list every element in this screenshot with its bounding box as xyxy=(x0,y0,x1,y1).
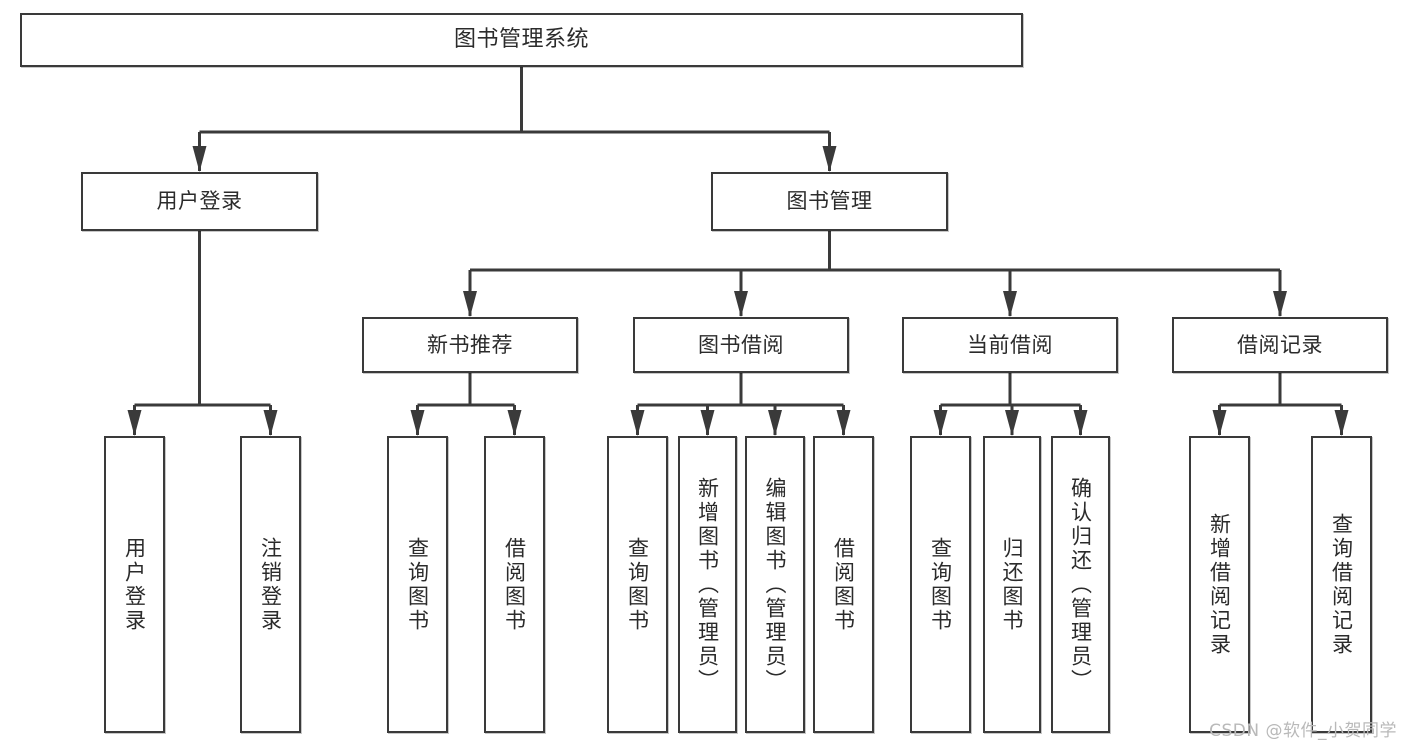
arrow-head-book-borrow xyxy=(734,291,748,317)
node-label-leaf-return-book: 归还图书 xyxy=(1000,536,1025,633)
arrow-head-borrow-record xyxy=(1273,291,1287,317)
node-label-leaf-user-login: 用户登录 xyxy=(122,536,147,633)
node-current-borrow[interactable]: 当前借阅 xyxy=(902,317,1118,373)
node-label-leaf-query-book-2: 查询图书 xyxy=(625,536,650,633)
arrow-head-leaf-query-book-2 xyxy=(630,410,645,436)
arrow-head-leaf-borrow-book-1 xyxy=(507,410,522,436)
node-leaf-confirm-return-admin[interactable]: 确认归还（管理员） xyxy=(1051,436,1110,733)
node-borrow-record[interactable]: 借阅记录 xyxy=(1172,317,1388,373)
arrow-head-leaf-borrow-book-2 xyxy=(836,410,851,436)
arrow-head-leaf-logout-login xyxy=(263,410,278,436)
arrow-head-leaf-query-borrow-record xyxy=(1334,410,1349,436)
node-root[interactable]: 图书管理系统 xyxy=(20,13,1023,67)
arrow-head-user-login xyxy=(192,146,207,172)
node-leaf-edit-book-admin[interactable]: 编辑图书（管理员） xyxy=(745,436,805,733)
node-label-user-login: 用户登录 xyxy=(156,189,243,214)
node-book-borrow[interactable]: 图书借阅 xyxy=(633,317,849,373)
node-label-leaf-edit-book-admin: 编辑图书（管理员） xyxy=(763,476,788,693)
arrow-head-leaf-query-book-3 xyxy=(933,410,948,436)
node-book-manage[interactable]: 图书管理 xyxy=(711,172,948,231)
arrow-head-leaf-add-book-admin xyxy=(700,410,715,436)
watermark: CSDN @软件_小贺同学 xyxy=(1209,721,1397,741)
node-label-book-borrow: 图书借阅 xyxy=(698,332,784,357)
node-user-login[interactable]: 用户登录 xyxy=(81,172,318,231)
node-new-book-recommend[interactable]: 新书推荐 xyxy=(362,317,578,373)
node-label-leaf-add-borrow-record: 新增借阅记录 xyxy=(1207,512,1232,657)
node-label-leaf-confirm-return-admin: 确认归还（管理员） xyxy=(1068,476,1093,693)
node-leaf-query-book-2[interactable]: 查询图书 xyxy=(607,436,668,733)
node-label-current-borrow: 当前借阅 xyxy=(967,332,1053,357)
arrow-head-leaf-user-login xyxy=(127,410,142,436)
node-label-leaf-query-book-1: 查询图书 xyxy=(405,536,430,633)
node-leaf-add-borrow-record[interactable]: 新增借阅记录 xyxy=(1189,436,1250,733)
node-leaf-return-book[interactable]: 归还图书 xyxy=(983,436,1041,733)
node-leaf-add-book-admin[interactable]: 新增图书（管理员） xyxy=(678,436,737,733)
node-label-leaf-query-book-3: 查询图书 xyxy=(928,536,953,633)
arrow-head-leaf-add-borrow-record xyxy=(1212,410,1227,436)
node-leaf-query-book-3[interactable]: 查询图书 xyxy=(910,436,971,733)
arrow-head-leaf-edit-book-admin xyxy=(768,410,782,436)
arrow-head-new-book-recommend xyxy=(463,291,477,317)
node-label-leaf-borrow-book-1: 借阅图书 xyxy=(502,536,527,633)
node-label-leaf-logout-login: 注销登录 xyxy=(258,536,283,633)
node-label-borrow-record: 借阅记录 xyxy=(1237,332,1323,357)
node-leaf-logout-login[interactable]: 注销登录 xyxy=(240,436,301,733)
arrow-head-book-manage xyxy=(822,146,837,172)
node-label-new-book-recommend: 新书推荐 xyxy=(427,332,513,357)
node-label-book-manage: 图书管理 xyxy=(786,189,873,214)
arrow-head-leaf-confirm-return-admin xyxy=(1073,410,1088,436)
node-leaf-borrow-book-2[interactable]: 借阅图书 xyxy=(813,436,874,733)
node-leaf-query-borrow-record[interactable]: 查询借阅记录 xyxy=(1311,436,1372,733)
node-leaf-user-login[interactable]: 用户登录 xyxy=(104,436,165,733)
node-label-leaf-borrow-book-2: 借阅图书 xyxy=(831,536,856,633)
arrow-head-leaf-return-book xyxy=(1005,410,1019,436)
arrow-head-leaf-query-book-1 xyxy=(410,410,425,436)
node-label-leaf-query-borrow-record: 查询借阅记录 xyxy=(1329,512,1354,657)
node-label-leaf-add-book-admin: 新增图书（管理员） xyxy=(695,476,720,693)
arrow-head-current-borrow xyxy=(1003,291,1017,317)
node-leaf-query-book-1[interactable]: 查询图书 xyxy=(387,436,448,733)
node-label-root: 图书管理系统 xyxy=(453,27,589,53)
node-leaf-borrow-book-1[interactable]: 借阅图书 xyxy=(484,436,545,733)
